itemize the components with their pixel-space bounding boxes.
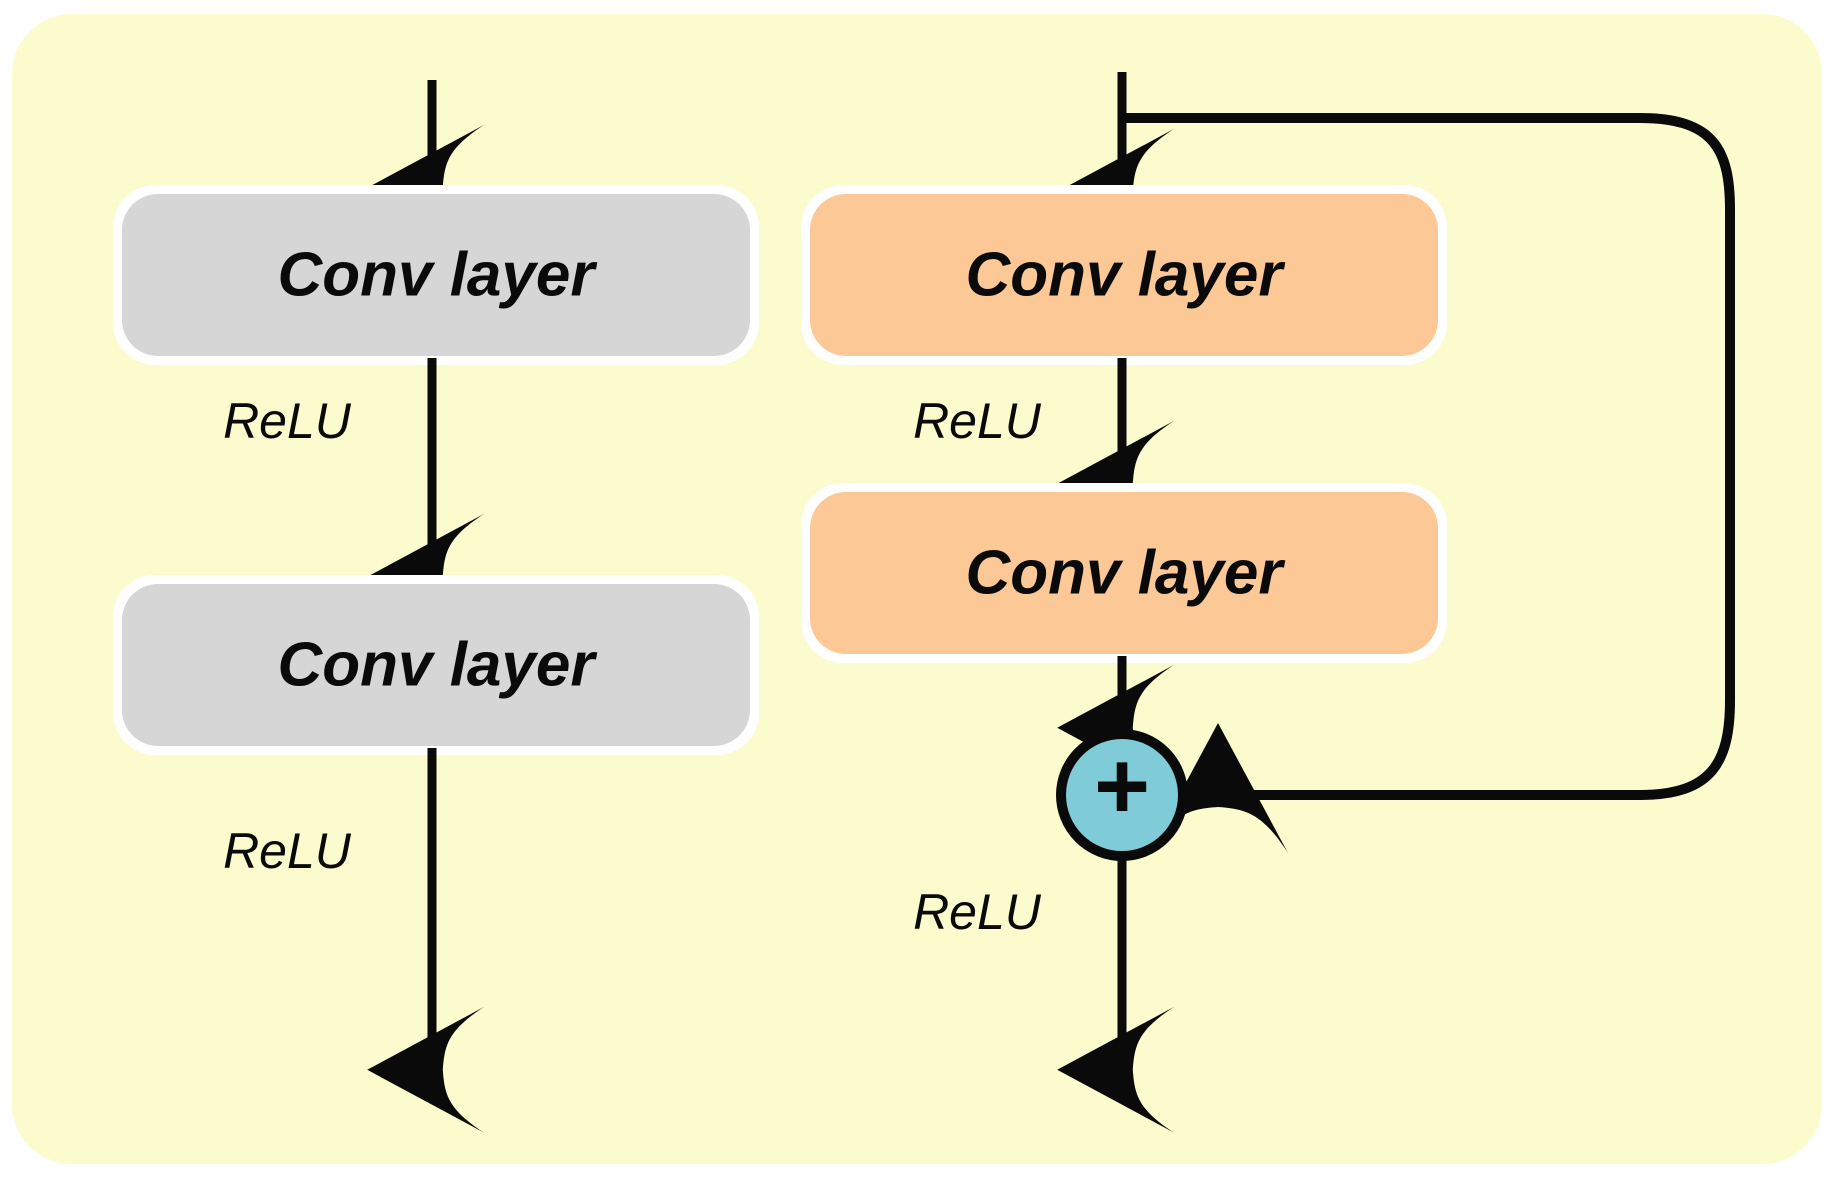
plain-conv-layer-1[interactable]: Conv layer (113, 185, 759, 365)
plain-relu-1-label: ReLU (223, 393, 352, 449)
residual-conv-layer-1[interactable]: Conv layer (801, 185, 1447, 365)
residual-conv-layer-1-box (810, 194, 1438, 356)
residual-conv-layer-2[interactable]: Conv layer (801, 483, 1447, 663)
residual-conv-layer-1-label: Conv layer (965, 240, 1285, 309)
residual-conv-layer-2-box (810, 492, 1438, 654)
residual-conv-layer-2-label: Conv layer (965, 538, 1285, 607)
residual-network-branch: Conv layer ReLU Conv layer + ReLU (801, 72, 1735, 1133)
residual-relu-1-label: ReLU (913, 393, 1042, 449)
plain-conv-layer-2-box (122, 584, 750, 746)
plain-conv-layer-1-label: Conv layer (277, 240, 597, 309)
plain-conv-layer-2[interactable]: Conv layer (113, 575, 759, 755)
plain-conv-layer-1-box (122, 194, 750, 356)
residual-adder-node[interactable]: + (1056, 729, 1188, 861)
plain-relu-2-label: ReLU (223, 823, 352, 879)
adder-plus-symbol: + (1094, 732, 1150, 839)
identity-shortcut-path (1122, 113, 1735, 853)
plain-conv-layer-2-label: Conv layer (277, 630, 597, 699)
plain-network-branch: Conv layer ReLU Conv layer ReLU (113, 80, 759, 1133)
residual-relu-2-label: ReLU (913, 884, 1042, 940)
